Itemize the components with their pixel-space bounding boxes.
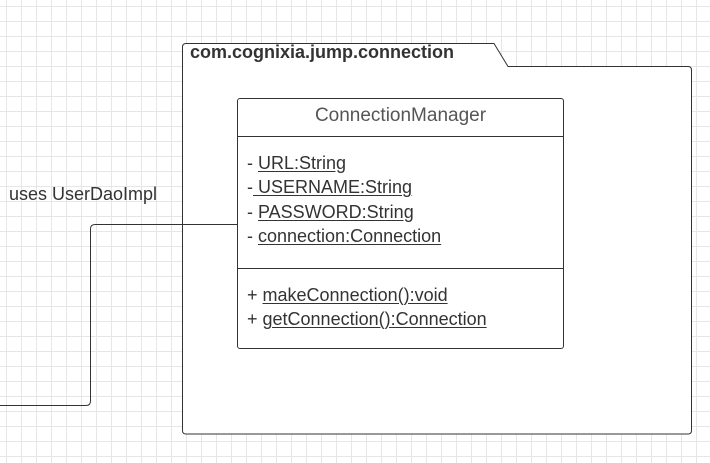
attribute-item[interactable]: - USERNAME:String — [247, 175, 441, 199]
attribute-item[interactable]: - connection:Connection — [247, 224, 441, 248]
attribute-name: URL:String — [258, 153, 347, 173]
method-list: + makeConnection():void + getConnection(… — [247, 283, 487, 332]
attribute-visibility: - — [247, 201, 258, 222]
association-label: uses UserDaoImpl — [9, 184, 158, 204]
association-line[interactable] — [0, 224, 237, 406]
attribute-visibility: - — [247, 153, 258, 173]
attribute-item[interactable]: - URL:String — [247, 151, 441, 175]
method-item[interactable]: + getConnection():Connection — [247, 307, 487, 331]
method-visibility: + — [247, 285, 263, 305]
attribute-name: USERNAME:String — [253, 177, 413, 198]
attribute-list: - URL:String - USERNAME:String - PASSWOR… — [247, 151, 441, 248]
attribute-visibility: - — [247, 177, 253, 198]
class-box-connection-manager[interactable]: ConnectionManager - URL:String - USERNAM… — [237, 98, 564, 349]
attribute-name: PASSWORD:String — [258, 201, 414, 222]
attribute-item[interactable]: - PASSWORD:String — [247, 200, 441, 224]
method-name: makeConnection():void — [262, 285, 448, 305]
attribute-visibility: - — [247, 225, 258, 246]
method-visibility: + — [247, 309, 263, 330]
attribute-name: connection:Connection — [258, 225, 442, 246]
method-item[interactable]: + makeConnection():void — [247, 283, 487, 307]
package-name-label: com.cognixia.jump.connection — [190, 42, 455, 62]
class-name: ConnectionManager — [238, 99, 563, 137]
compartment-divider — [238, 268, 563, 269]
method-name: getConnection():Connection — [262, 309, 487, 330]
